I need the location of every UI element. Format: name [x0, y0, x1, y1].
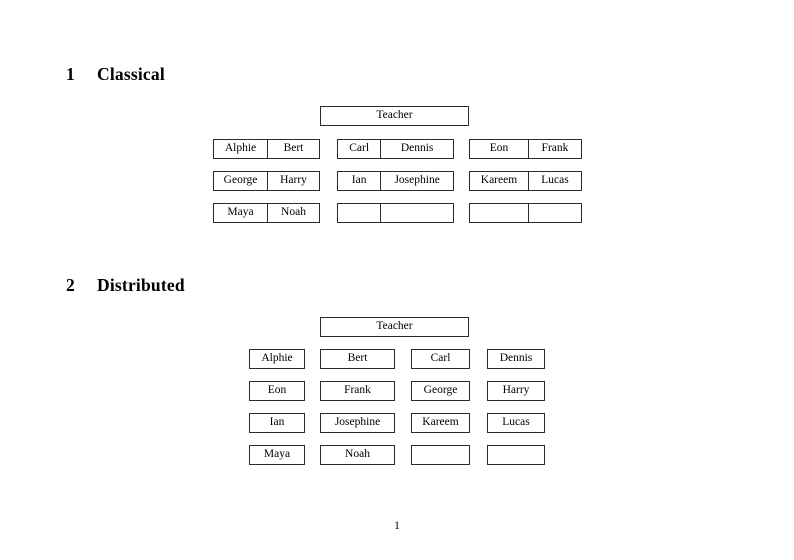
student-box: Josephine — [320, 413, 395, 433]
student-cell: Maya — [227, 206, 254, 219]
student-box: Harry — [487, 381, 545, 401]
student-cell: Alphie — [224, 142, 257, 155]
page-number: 1 — [394, 520, 400, 532]
student-row — [337, 203, 454, 223]
student-cell: Dennis — [380, 140, 453, 158]
student-box: Dennis — [487, 349, 545, 369]
teacher-box-distributed: Teacher — [320, 317, 469, 337]
section-heading-classical: 1 Classical — [66, 64, 165, 85]
student-cell: Bert — [266, 140, 319, 158]
teacher-box-classical: Teacher — [320, 106, 469, 126]
student-box: Noah — [320, 445, 395, 465]
section-number: 2 — [66, 275, 75, 295]
student-cell: Frank — [527, 140, 581, 158]
student-cell: Lucas — [527, 172, 581, 190]
student-row: Maya Noah — [213, 203, 320, 223]
section-number: 1 — [66, 64, 75, 84]
student-box: Lucas — [487, 413, 545, 433]
student-cell: Carl — [349, 142, 370, 155]
student-cell: Harry — [266, 172, 319, 190]
student-cell — [470, 204, 528, 222]
student-row: Carl Dennis — [337, 139, 454, 159]
student-row: Eon Frank — [469, 139, 582, 159]
section-heading-distributed: 2 Distributed — [66, 275, 185, 296]
student-row — [469, 203, 582, 223]
student-cell: Ian — [351, 174, 367, 187]
student-box: George — [411, 381, 470, 401]
student-cell: Josephine — [380, 172, 453, 190]
student-cell: George — [223, 174, 258, 187]
student-row: Kareem Lucas — [469, 171, 582, 191]
student-box: Alphie — [249, 349, 305, 369]
student-box: Carl — [411, 349, 470, 369]
section-title: Distributed — [97, 275, 185, 295]
student-cell: Eon — [489, 142, 509, 155]
student-box — [411, 445, 470, 465]
student-cell — [338, 204, 380, 222]
student-cell: Kareem — [480, 174, 518, 187]
student-cell: Noah — [266, 204, 319, 222]
student-box: Maya — [249, 445, 305, 465]
student-box: Kareem — [411, 413, 470, 433]
student-box — [487, 445, 545, 465]
student-box: Eon — [249, 381, 305, 401]
student-row: Ian Josephine — [337, 171, 454, 191]
student-cell — [380, 204, 453, 222]
student-box: Frank — [320, 381, 395, 401]
student-row: George Harry — [213, 171, 320, 191]
section-title: Classical — [97, 64, 165, 84]
student-box: Ian — [249, 413, 305, 433]
student-box: Bert — [320, 349, 395, 369]
student-row: Alphie Bert — [213, 139, 320, 159]
student-cell — [527, 204, 581, 222]
